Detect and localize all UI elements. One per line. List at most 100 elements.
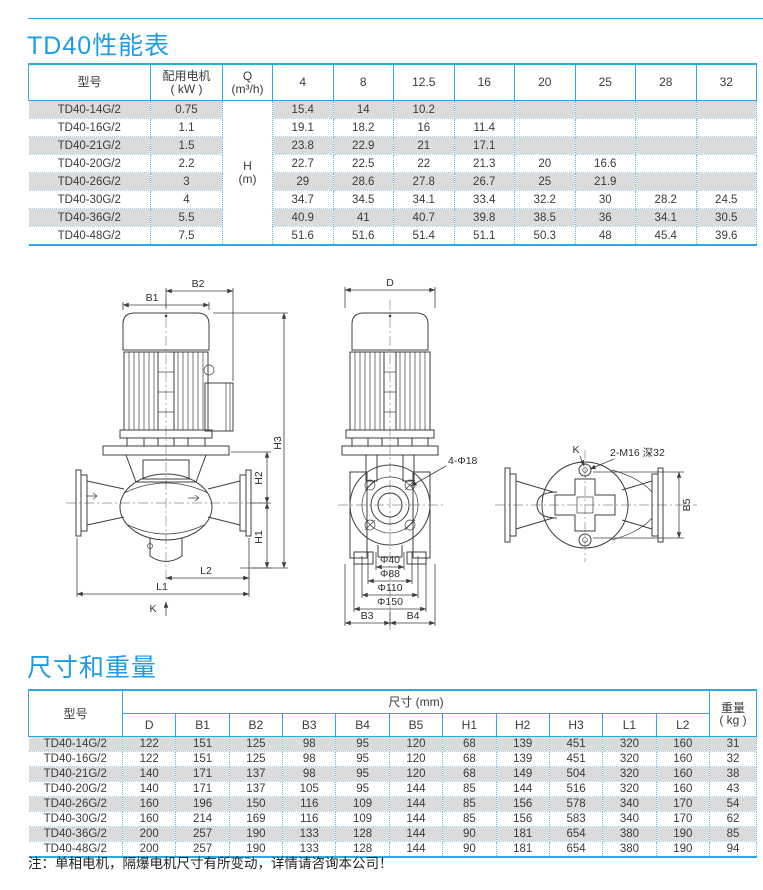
dimensions-section-title: 尺寸和重量 <box>27 654 158 682</box>
perf-power-cell: 7.5 <box>150 226 223 246</box>
dims-value-cell: 105 <box>282 781 337 797</box>
top-rule <box>28 18 763 19</box>
perf-head-value-cell <box>514 100 576 119</box>
dims-value-cell: 144 <box>389 841 444 858</box>
dims-value-cell: 109 <box>335 796 390 812</box>
dims-model-cell: TD40-16G/2 <box>28 751 123 767</box>
flow-arrow-icon <box>86 492 200 502</box>
dims-value-cell: 122 <box>122 736 177 752</box>
dims-value-cell: 144 <box>496 781 550 797</box>
perf-head-value-cell: 28.2 <box>635 190 697 209</box>
dim-label-bolt-holes: 4-Φ18 <box>448 455 478 467</box>
dims-value-cell: 451 <box>549 736 604 752</box>
dims-value-cell: 200 <box>122 826 177 842</box>
performance-section-title: TD40性能表 <box>27 32 171 60</box>
dim-label-l2: L2 <box>200 565 212 577</box>
perf-head-value-cell <box>514 136 576 155</box>
dims-value-cell: 95 <box>335 781 390 797</box>
dims-value-cell: 140 <box>122 766 177 782</box>
dims-value-cell: 190 <box>656 826 711 842</box>
dims-value-cell: 90 <box>442 841 497 858</box>
dim-label-b2: B2 <box>192 278 205 290</box>
dims-size-header-cell: L2 <box>655 713 711 737</box>
dims-value-cell: 380 <box>602 841 657 858</box>
dims-size-header-cell: B3 <box>282 713 337 737</box>
perf-power-cell: 2.2 <box>150 154 223 173</box>
perf-head-value-cell: 18.2 <box>333 118 394 137</box>
perf-head-value-cell: 22.7 <box>272 154 334 173</box>
dims-weight-cell: 85 <box>709 826 757 842</box>
dims-weight-cell: 54 <box>709 796 757 812</box>
dims-value-cell: 133 <box>282 826 337 842</box>
dims-value-cell: 451 <box>549 751 604 767</box>
perf-head-value-cell: 16 <box>393 118 455 137</box>
dims-model-cell: TD40-48G/2 <box>28 841 123 858</box>
perf-head-value-cell <box>635 100 697 119</box>
dims-col-weight-line2: ( kg ) <box>719 712 747 727</box>
perf-head-value-cell: 19.1 <box>272 118 334 137</box>
dims-model-cell: TD40-14G/2 <box>28 736 123 752</box>
dims-value-cell: 257 <box>175 826 230 842</box>
perf-head-value-cell: 51.1 <box>454 226 515 246</box>
perf-head-value-cell <box>696 118 757 137</box>
perf-head-value-cell <box>575 100 636 119</box>
dims-col-model: 型号 <box>28 689 123 737</box>
perf-col-q25: 25 <box>574 63 636 101</box>
perf-head-value-cell: 39.8 <box>454 208 515 227</box>
perf-model-cell: TD40-21G/2 <box>28 136 151 155</box>
perf-head-value-cell <box>575 118 636 137</box>
dims-value-cell: 144 <box>389 811 444 827</box>
perf-model-cell: TD40-16G/2 <box>28 118 151 137</box>
dims-weight-cell: 31 <box>709 736 757 752</box>
dims-value-cell: 160 <box>656 751 711 767</box>
perf-col-q20: 20 <box>514 63 576 101</box>
dims-value-cell: 320 <box>602 766 657 782</box>
performance-table: 型号 配用电机 ( kW ) Q (m³/h) 4 8 12.5 16 20 2… <box>28 63 757 246</box>
perf-head-value-cell: 26.7 <box>454 172 515 191</box>
dims-model-cell: TD40-20G/2 <box>28 781 123 797</box>
dims-value-cell: 320 <box>602 751 657 767</box>
perf-head-value-cell: 50.3 <box>514 226 576 246</box>
perf-head-value-cell: 33.4 <box>454 190 515 209</box>
perf-head-value-cell: 11.4 <box>454 118 515 137</box>
perf-head-value-cell: 39.6 <box>696 226 757 246</box>
dim-label-h3: H3 <box>272 436 284 450</box>
dims-value-cell: 214 <box>175 811 230 827</box>
dim-label-k-top: K <box>572 444 579 456</box>
perf-head-value-cell <box>635 154 697 173</box>
dims-value-cell: 140 <box>122 781 177 797</box>
dims-value-cell: 95 <box>335 751 390 767</box>
dims-col-weight: 重量 ( kg ) <box>709 689 757 737</box>
dims-col-size-group: 尺寸 (mm) <box>122 689 710 714</box>
perf-head-value-cell: 10.2 <box>393 100 455 119</box>
perf-col-motor-line2: ( kW ) <box>170 81 203 96</box>
dims-weight-cell: 62 <box>709 811 757 827</box>
dims-value-cell: 196 <box>175 796 230 812</box>
perf-head-value-cell: 51.6 <box>333 226 394 246</box>
dims-weight-cell: 32 <box>709 751 757 767</box>
dims-size-header-cell: B4 <box>335 713 390 737</box>
dims-value-cell: 504 <box>549 766 604 782</box>
dims-value-cell: 181 <box>496 826 550 842</box>
dims-value-cell: 95 <box>335 766 390 782</box>
dims-value-cell: 578 <box>549 796 604 812</box>
dims-value-cell: 85 <box>442 796 497 812</box>
dims-value-cell: 151 <box>175 736 230 752</box>
dims-value-cell: 380 <box>602 826 657 842</box>
dims-value-cell: 190 <box>656 841 711 858</box>
dims-value-cell: 133 <box>282 841 337 858</box>
dim-label-dia150: Φ150 <box>377 596 403 608</box>
perf-col-flow-line2: (m³/h) <box>231 81 264 96</box>
perf-model-cell: TD40-20G/2 <box>28 154 151 173</box>
dims-value-cell: 137 <box>229 766 284 782</box>
